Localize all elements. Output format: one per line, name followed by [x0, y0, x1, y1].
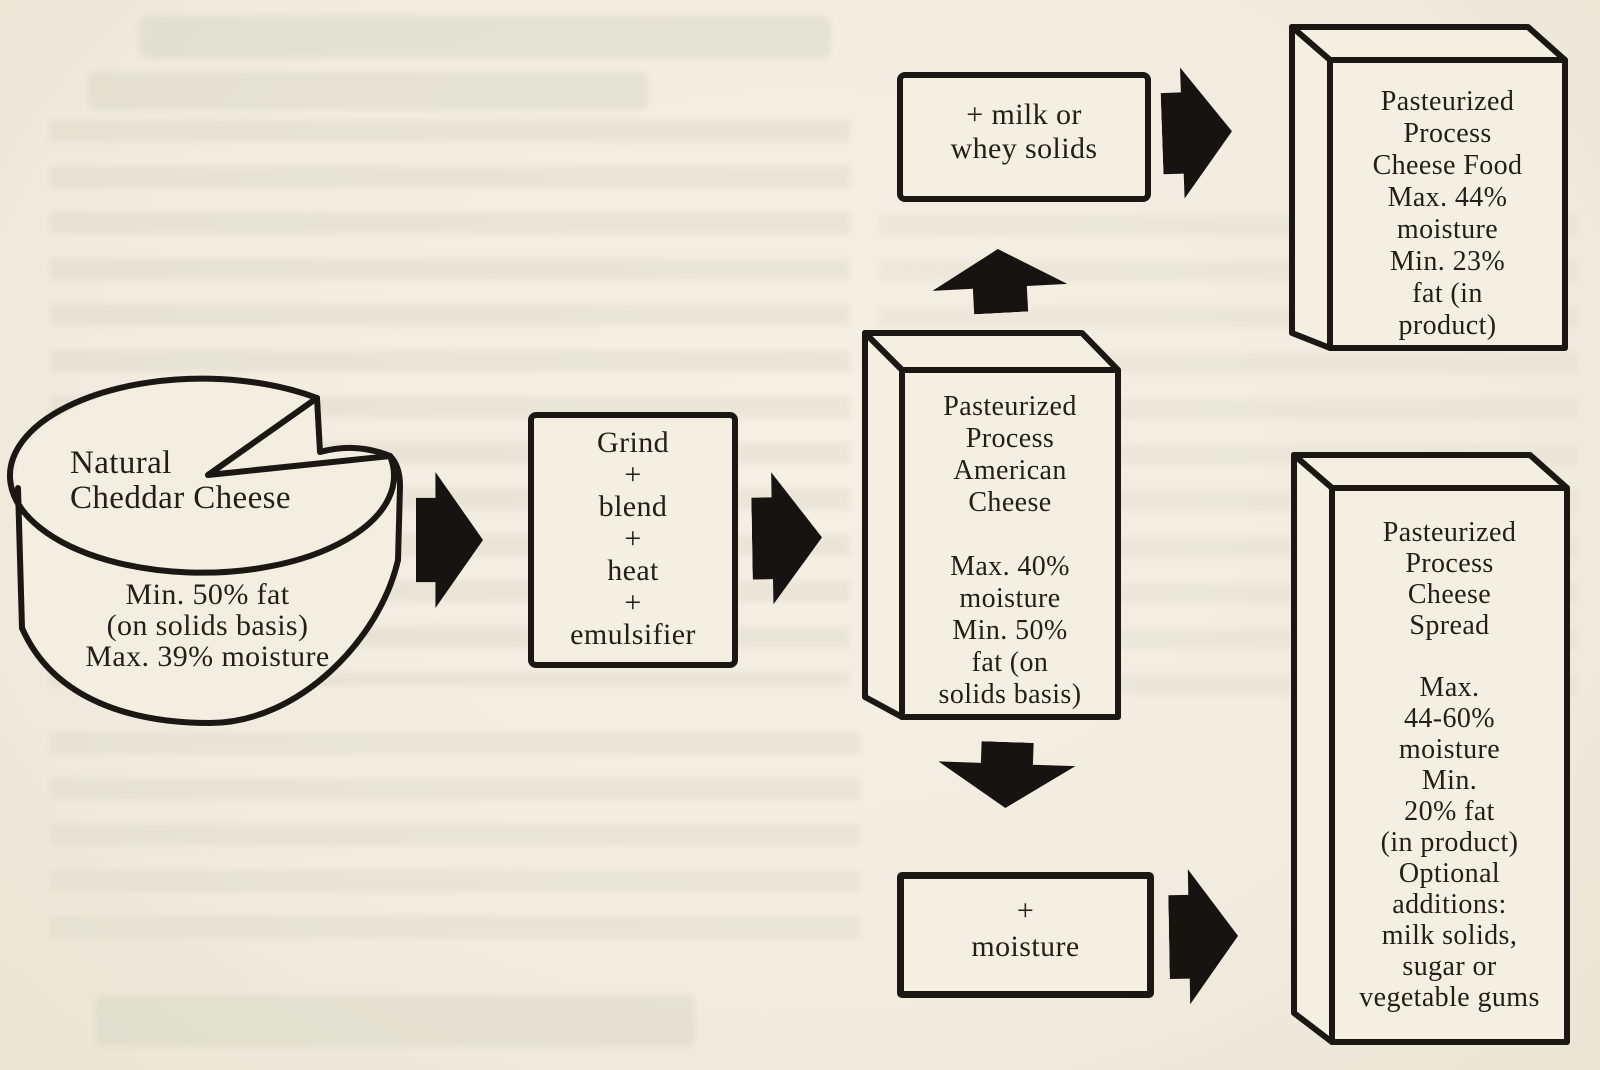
carton-side-face: [1291, 452, 1335, 1045]
arrow-milk-to-cheese-food: [1160, 66, 1235, 199]
arrow-grind-to-american: [751, 471, 823, 604]
milk-whey-box: [897, 72, 1151, 202]
wheel-right-wall: [387, 453, 403, 563]
carton-side-face: [1289, 24, 1333, 351]
carton-front-face: [899, 367, 1121, 720]
moisture-box: [897, 872, 1154, 998]
moisture-label: + moisture: [971, 894, 1080, 963]
wheel-left-wall: [15, 485, 25, 631]
american-cheese-label: Pasteurized Process American Cheese Max.…: [938, 391, 1082, 710]
bleed-through-ghost: [140, 16, 830, 58]
bleed-through-ghost: [88, 72, 648, 110]
bleed-through-ghost: [50, 732, 860, 958]
wheel-wedge-cut: [314, 395, 393, 459]
arrow-american-to-milk: [930, 246, 1068, 317]
arrow-wheel-to-grind: [416, 472, 483, 608]
american-cheese-carton: [862, 330, 1121, 720]
wheel-wedge-radii: [205, 395, 393, 478]
carton-top-face: [1289, 24, 1568, 63]
process-steps-label: Grind + blend + heat + emulsifier: [570, 426, 696, 651]
carton-side-face: [862, 330, 905, 720]
milk-whey-label: + milk or whey solids: [950, 98, 1098, 165]
wheel-top-label: Natural Cheddar Cheese: [70, 445, 291, 516]
carton-top-face: [1291, 452, 1570, 491]
carton-front-face: [1329, 485, 1570, 1045]
wheel-bottom-rim: [19, 557, 401, 726]
carton-top-face: [862, 330, 1121, 373]
process-steps-box: [528, 412, 738, 668]
cheese-spread-label: Pasteurized Process Cheese Spread Max. 4…: [1359, 517, 1540, 1013]
wheel-side-label: Min. 50% fat (on solids basis) Max. 39% …: [85, 578, 330, 673]
arrow-moisture-to-cheese-spread: [1168, 868, 1239, 1004]
bleed-through-ghost: [95, 995, 695, 1047]
cheese-food-label: Pasteurized Process Cheese Food Max. 44%…: [1372, 86, 1523, 341]
arrow-american-to-moisture: [937, 740, 1076, 811]
wheel-top-rim: [6, 375, 397, 576]
cheese-spread-carton: [1291, 452, 1570, 1045]
carton-front-face: [1327, 57, 1568, 351]
natural-cheddar-cheese-wheel: [6, 375, 403, 726]
cheese-food-carton: [1289, 24, 1568, 351]
